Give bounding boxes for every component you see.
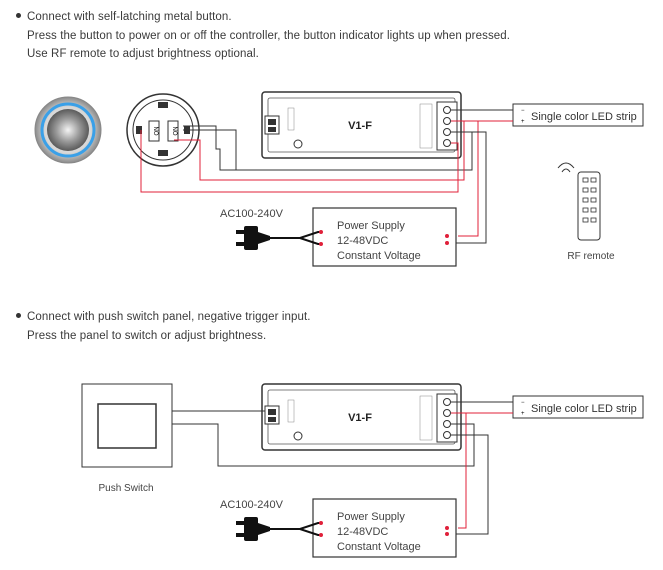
ac-label-2: AC100-240V: [220, 499, 284, 511]
led-plus: +: [521, 119, 525, 125]
controller-model-2: V1-F: [348, 412, 372, 424]
section1-line2: Press the button to power on or off the …: [27, 30, 511, 42]
bullet-icon: [16, 13, 21, 19]
rf-remote-label: RF remote: [567, 251, 615, 262]
ps1-line2: 12-48VDC: [337, 235, 388, 247]
ps1-line1: Power Supply: [337, 220, 405, 232]
no-contact-label-left: NO: [152, 127, 158, 136]
led-strip-2: − + Single color LED strip: [512, 395, 644, 419]
controller-2: V1-F: [261, 383, 462, 451]
ac-label-1: AC100-240V: [220, 208, 284, 220]
ps2-line1: Power Supply: [337, 511, 405, 523]
metal-button-front: [34, 96, 102, 164]
section1-line3: Use RF remote to adjust brightness optio…: [27, 48, 259, 60]
led2-minus: −: [521, 400, 525, 406]
ps1-line3: Constant Voltage: [337, 250, 421, 262]
plug-icon: [236, 226, 270, 250]
power-supply-1: Power Supply 12-48VDC Constant Voltage: [312, 207, 457, 267]
section1-title: Connect with self-latching metal button.: [16, 11, 232, 23]
controller-1: V1-F: [261, 91, 462, 159]
push-switch-label: Push Switch: [98, 483, 153, 494]
controller-model: V1-F: [348, 120, 372, 132]
led-strip-label-2: Single color LED strip: [531, 403, 637, 415]
section1-title-text: Connect with self-latching metal button.: [27, 11, 232, 23]
bullet-icon: [16, 313, 21, 319]
power-supply-2: Power Supply 12-48VDC Constant Voltage: [312, 498, 457, 558]
section2-title: Connect with push switch panel, negative…: [16, 311, 311, 323]
no-contact-label-right: NO: [171, 127, 177, 136]
ps2-line3: Constant Voltage: [337, 541, 421, 553]
led2-plus: +: [521, 411, 525, 417]
led-minus: −: [521, 108, 525, 114]
led-strip-1: − + Single color LED strip: [512, 103, 644, 127]
push-switch: [81, 383, 173, 468]
plug-icon-2: [236, 517, 270, 541]
section2-line2: Press the panel to switch or adjust brig…: [27, 330, 267, 342]
led-strip-label: Single color LED strip: [531, 111, 637, 123]
ps2-line2: 12-48VDC: [337, 526, 388, 538]
rf-remote: [557, 162, 601, 241]
section2-title-text: Connect with push switch panel, negative…: [27, 311, 311, 323]
